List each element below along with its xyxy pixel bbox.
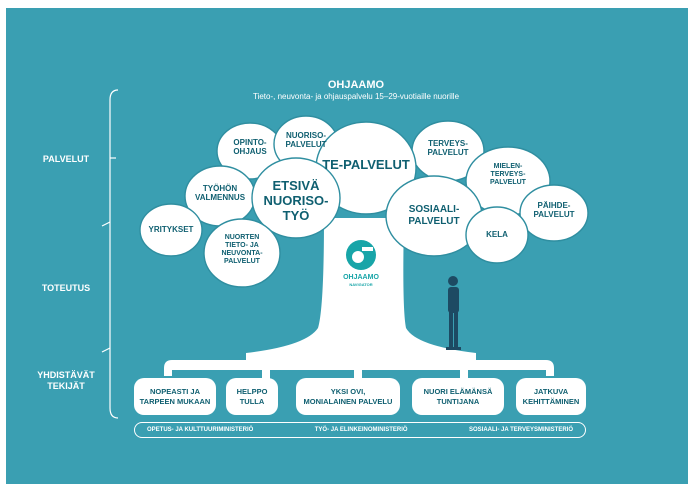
cloud-label: NUORISO- PALVELUT [285, 131, 327, 150]
cloud-label: PÄIHDE- PALVELUT [533, 201, 575, 220]
cloud-label: KELA [486, 230, 508, 239]
ministry-label: OPETUS- JA KULTTUURIMINISTERIÖ [147, 427, 254, 433]
cloud-label: YRITYKSET [148, 225, 194, 234]
ministry-label: TYÖ- JA ELINKEINOMINISTERIÖ [314, 427, 408, 433]
cloud-label: OPINTO- OHJAUS [233, 138, 267, 157]
level-brace [109, 89, 119, 419]
page-title: OHJAAMO [327, 79, 385, 91]
cloud-label: TYÖHÖN VALMENNUS [194, 184, 246, 203]
cloud-etsiva-nuorisotyo [251, 157, 341, 239]
root-4 [460, 364, 468, 380]
root-2 [262, 364, 270, 380]
factor-label: NOPEASTI JA TARPEEN MUKAAN [139, 387, 211, 406]
logo-tagline: NAVIGATOR [349, 282, 373, 287]
brace-tick-2 [101, 347, 111, 353]
level-label-unifying: YHDISTÄVÄT TEKIJÄT [37, 370, 95, 391]
factor-label: JATKUVA KEHITTÄMINEN [522, 387, 580, 406]
factor-box: JATKUVA KEHITTÄMINEN [516, 378, 586, 415]
root-3 [354, 364, 362, 380]
cloud-label: SOSIAALI- PALVELUT [408, 204, 460, 227]
cloud-kela [465, 206, 529, 264]
page-subtitle: Tieto-, neuvonta- ja ohjauspalvelu 15–29… [252, 92, 460, 101]
cloud-label: TE-PALVELUT [322, 157, 410, 172]
cloud-label: ETSIVÄ NUORISO- TYÖ [263, 178, 329, 223]
structure-graphics [101, 89, 589, 419]
tree-trunk [246, 218, 476, 360]
factor-label: HELPPO TULLA [236, 387, 268, 406]
factor-box: NUORI ELÄMÄNSÄ TUNTIJANA [412, 378, 504, 415]
ministries-bar: OPETUS- JA KULTTUURIMINISTERIÖ TYÖ- JA E… [134, 422, 586, 438]
logo-name: OHJAAMO [343, 274, 379, 281]
level-label-implementation: TOTEUTUS [41, 283, 91, 293]
cloud-label: TERVEYS- PALVELUT [427, 139, 469, 158]
person-figure-icon [446, 276, 461, 350]
factor-label: NUORI ELÄMÄNSÄ TUNTIJANA [423, 387, 493, 406]
factor-box: YKSI OVI, MONIALAINEN PALVELU [296, 378, 400, 415]
level-label-services: PALVELUT [42, 154, 90, 164]
factor-box: NOPEASTI JA TARPEEN MUKAAN [134, 378, 216, 415]
cloud-label: NUORTEN TIETO- JA NEUVONTA- PALVELUT [221, 234, 263, 266]
cloud-label: MIELEN- TERVEYS- PALVELUT [490, 163, 526, 187]
cloud-nuorten-tieto [203, 218, 281, 288]
factor-box: HELPPO TULLA [226, 378, 278, 415]
ministry-label: SOSIAALI- JA TERVEYSMINISTERIÖ [468, 427, 573, 433]
cloud-paihdepalvelut [519, 184, 589, 242]
diagram-panel: OHJAAMO Tieto-, neuvonta- ja ohjauspalve… [6, 8, 688, 484]
cloud-yritykset [139, 203, 203, 257]
factor-label: YKSI OVI, MONIALAINEN PALVELU [303, 387, 393, 406]
brace-tick-1 [101, 221, 111, 227]
